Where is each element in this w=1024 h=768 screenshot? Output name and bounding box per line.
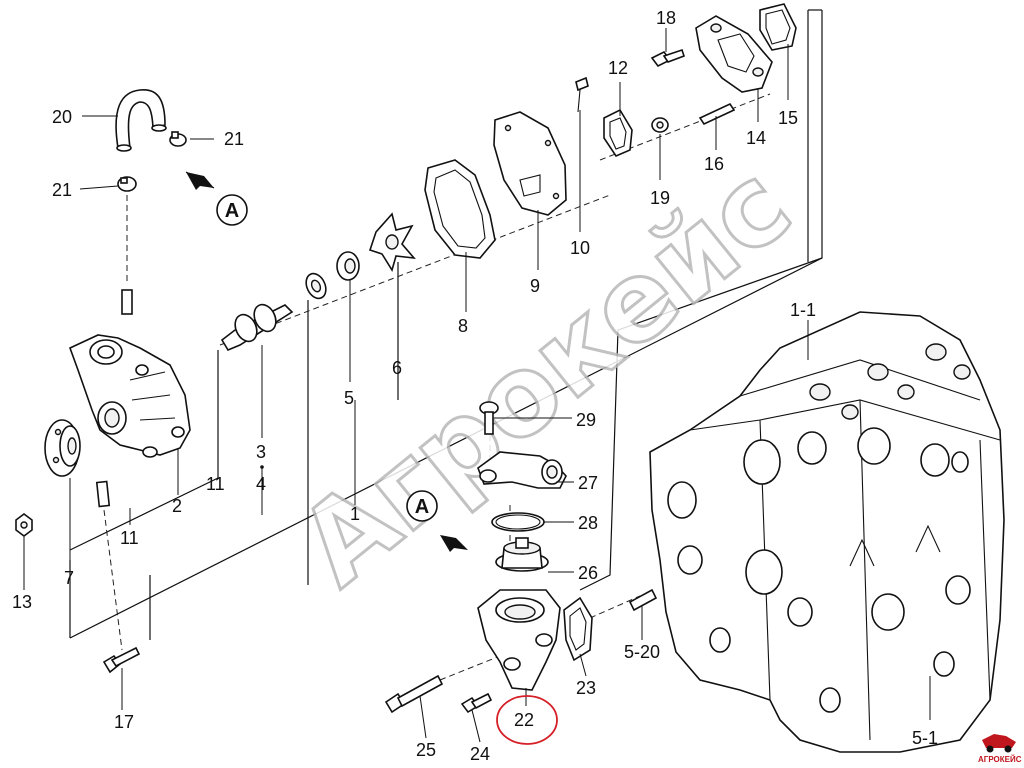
gasket-23: [563, 596, 593, 662]
callout-1: 1: [350, 504, 360, 524]
callout-13: 13: [12, 592, 32, 612]
pump-shaft: [220, 303, 294, 352]
thermostat-26: [495, 537, 549, 572]
callout-27: 27: [578, 473, 598, 493]
callout-9: 9: [530, 276, 540, 296]
callout-11-right: 11: [206, 474, 225, 494]
bolt-29: [479, 401, 499, 435]
outlet-housing-14: [695, 15, 773, 93]
callout-21-lower: 21: [52, 180, 72, 200]
callout-22: 22: [514, 710, 534, 730]
bolt-17: [102, 646, 141, 674]
callout-18: 18: [656, 8, 676, 28]
impeller: [368, 212, 416, 272]
callout-25: 25: [416, 740, 436, 760]
hose-clamp-lower: [117, 176, 137, 192]
callout-11-left: 11: [120, 528, 139, 548]
callout-5-1: 5-1: [912, 728, 938, 748]
bolt-18: [650, 48, 686, 68]
callout-6: 6: [392, 358, 402, 378]
callout-5: 5: [344, 388, 354, 408]
engine-block: [649, 311, 1005, 753]
callout-17: 17: [114, 712, 134, 732]
callout-16: 16: [704, 154, 724, 174]
mechanical-seal: [336, 251, 360, 281]
view-arrow-upper: [185, 171, 215, 190]
agrokeys-logo: АГРОКЕЙС: [978, 734, 1022, 764]
callout-20: 20: [52, 107, 72, 127]
callout-26: 26: [578, 563, 598, 583]
thermostat-cover-27: [477, 451, 567, 489]
pump-cover-plate: [493, 111, 567, 216]
svg-text:A: A: [415, 496, 429, 518]
highlight-circle-22: [496, 695, 558, 745]
callout-14: 14: [746, 128, 766, 148]
gasket-12: [603, 108, 633, 157]
pump-gasket: [424, 159, 496, 259]
callout-24: 24: [470, 744, 490, 764]
bearing: [305, 272, 327, 300]
gasket-15: [759, 3, 797, 51]
bolt-24: [460, 692, 493, 714]
thermostat-housing-22: [477, 589, 561, 691]
cover-bolt: [575, 76, 589, 113]
callout-8: 8: [458, 316, 468, 336]
callout-5-20: 5-20: [624, 642, 660, 662]
nut-13: [15, 513, 33, 537]
bypass-hose: [115, 89, 167, 152]
view-arrow-lower: [440, 535, 468, 552]
callout-28: 28: [578, 513, 598, 533]
stud-16: [698, 102, 736, 126]
view-marker-a-upper: A: [216, 194, 248, 226]
callout-7: 7: [64, 568, 74, 588]
callout-4: 4: [256, 474, 266, 494]
callout-10: 10: [570, 238, 590, 258]
leader-lines: [23, 28, 931, 743]
stud-5-20: [628, 588, 658, 612]
pump-stud: [121, 289, 133, 315]
nut-19: [651, 117, 669, 133]
view-marker-a-lower: A: [406, 490, 438, 522]
svg-text:A: A: [225, 200, 239, 222]
bolt-25: [384, 674, 444, 714]
callout-2: 2: [172, 496, 182, 516]
hose-clamp-upper: [169, 131, 187, 147]
callout-19: 19: [650, 188, 670, 208]
water-pump-body: [68, 334, 191, 458]
assembly-frame: [69, 9, 823, 640]
callout-15: 15: [778, 108, 798, 128]
callout-1-1: 1-1: [790, 300, 816, 320]
pulley-flange: [44, 419, 81, 477]
o-ring-28: [491, 512, 545, 532]
stud-11: [95, 480, 111, 508]
callout-29: 29: [576, 410, 596, 430]
callout-labels: 20 21 21 18 12 14 15 16 19 10 9 8 6 5 3 …: [12, 8, 938, 764]
callout-3: 3: [256, 442, 266, 462]
callout-dot: [260, 465, 264, 469]
callout-23: 23: [576, 678, 596, 698]
callout-12: 12: [608, 58, 628, 78]
logo-text: АГРОКЕЙС: [978, 755, 1022, 764]
callout-21-upper: 21: [224, 129, 244, 149]
